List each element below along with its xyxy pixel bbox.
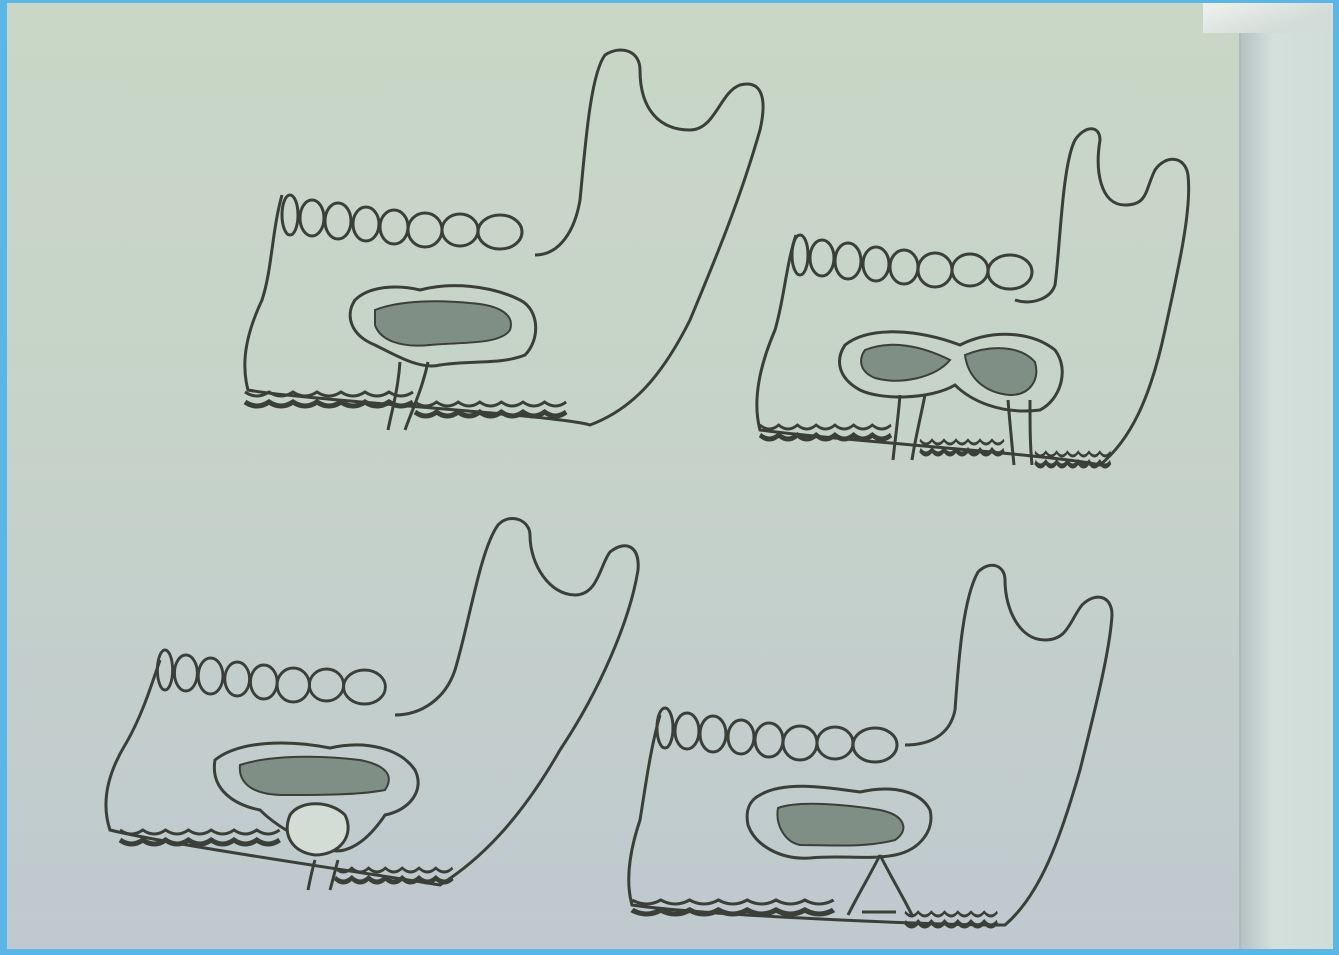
panel-a-teeth [282, 195, 522, 249]
panel-b-lesion-left [861, 345, 950, 381]
panel-c-cortex-right [335, 868, 453, 882]
panel-d-mandible [629, 565, 1112, 926]
panel-c-teeth [157, 650, 385, 704]
panel-c-sinus-tract [308, 860, 338, 890]
panel-b-mandible [757, 129, 1189, 466]
panel-d-cortex-left [632, 900, 834, 914]
panel-c-lesion [240, 757, 389, 795]
panel-c-cyst [287, 804, 348, 855]
panel-a-mandible [245, 50, 763, 430]
panel-d-cortex-right [905, 912, 997, 926]
panel-d-sinus-tracts [848, 855, 912, 915]
panel-b-cortex-right [1035, 452, 1111, 466]
panel-d-lesion [777, 804, 903, 846]
panel-d-teeth [657, 708, 897, 762]
panel-a-lesion [375, 301, 511, 345]
panel-b-teeth [792, 235, 1032, 289]
panel-c-mandible [106, 518, 638, 890]
panel-b-lesion-right [965, 348, 1036, 395]
